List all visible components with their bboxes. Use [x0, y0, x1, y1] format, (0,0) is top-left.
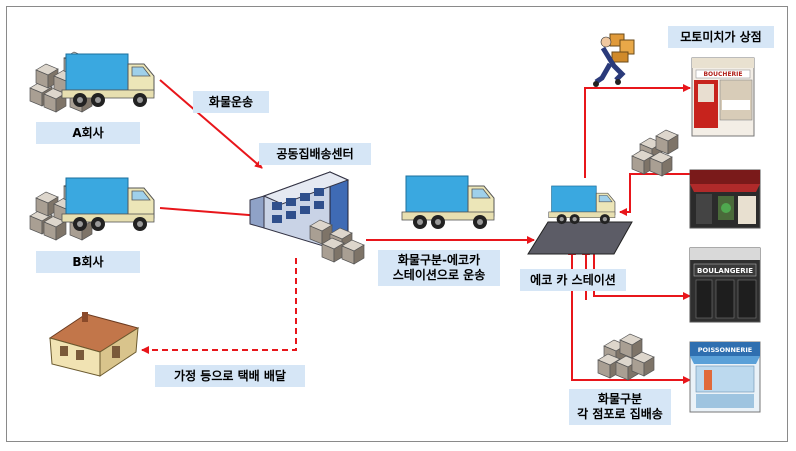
- arrow-butcher-to-station: [619, 173, 690, 216]
- arrow-bakery-link: [593, 242, 691, 300]
- company-a-label: A회사: [36, 122, 140, 144]
- flow-arrows: [141, 79, 691, 384]
- house-icon: [48, 312, 140, 377]
- distribution-center-building-icon: [249, 171, 365, 265]
- butcher-shop-icon: [689, 169, 761, 229]
- boxes-near-fish-shop-icon: [597, 333, 655, 381]
- butcher-sign: BOUCHERIE: [703, 71, 742, 78]
- courier-person-icon: [593, 33, 635, 87]
- company-b-truck-icon: [29, 177, 155, 241]
- eco-transport-truck-icon: [401, 175, 495, 230]
- eco-car-station-label: 에코 카 스테이션: [520, 269, 626, 291]
- sort-to-eco-station-line1: 화물구분-에코카: [397, 253, 481, 267]
- motorbike-store-label: 모토미치가 상점: [668, 26, 774, 48]
- joint-center-label: 공동집배송센터: [259, 143, 371, 165]
- arrow-company-b-to-center: [159, 207, 263, 220]
- company-b-label: B회사: [36, 251, 140, 273]
- sort-to-each-store-line1: 화물구분: [597, 392, 643, 406]
- sort-to-each-store-line2: 각 점포로 집배송: [577, 407, 663, 421]
- bakery-sign: BOULANGERIE: [697, 267, 753, 275]
- company-a-truck-icon: [29, 51, 155, 113]
- eco-car-station-icon: [527, 185, 633, 255]
- sort-to-eco-station-label: 화물구분-에코카 스테이션으로 운송: [378, 250, 500, 286]
- cargo-transport-label: 화물운송: [193, 91, 269, 113]
- arrow-station-to-motorbike-store: [584, 84, 691, 178]
- sort-to-each-store-label: 화물구분 각 점포로 집배송: [569, 389, 671, 425]
- sort-to-eco-station-line2: 스테이션으로 운송: [392, 268, 486, 282]
- arrow-company-a-to-center: [159, 79, 263, 169]
- boxes-near-butcher-icon: [631, 129, 679, 177]
- motorbike-store-icon: BOUCHERIE: [691, 57, 755, 137]
- diagram-frame: [6, 6, 788, 442]
- bakery-shop-icon: BOULANGERIE: [689, 247, 761, 323]
- fish-shop-sign: POISSONNERIE: [698, 346, 753, 354]
- fish-shop-icon: POISSONNERIE: [689, 341, 761, 413]
- home-delivery-label: 가정 등으로 택배 배달: [155, 365, 305, 387]
- arrow-center-to-home: [141, 258, 297, 354]
